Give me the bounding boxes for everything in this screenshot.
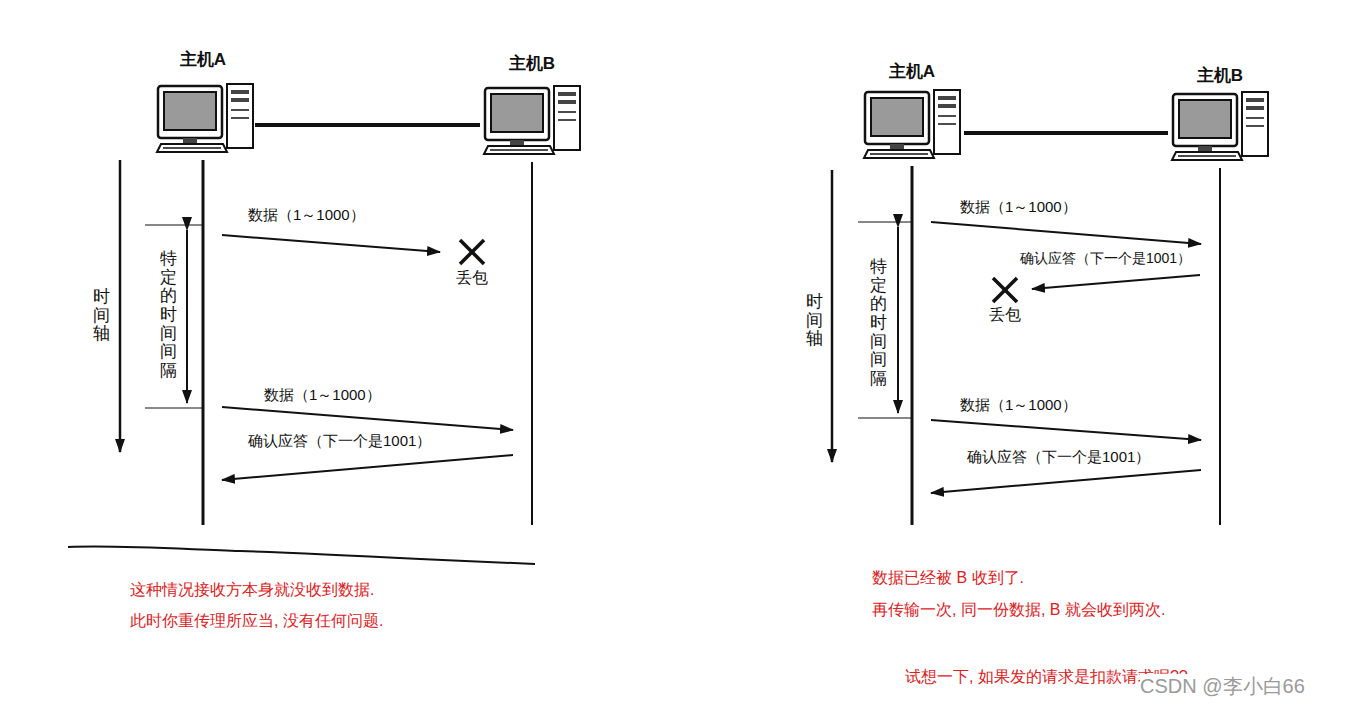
bracket-tick (858, 418, 912, 419)
computer-icon (157, 84, 253, 152)
bracket-tick (858, 222, 912, 223)
diagram-label: 丢包 (989, 305, 1021, 324)
message-arrow (931, 420, 1201, 440)
lost-arrow (1032, 275, 1200, 289)
note-text: 再传输一次, 同一份数据, B 就会收到两次. (872, 600, 1165, 619)
loss-mark (993, 278, 1017, 302)
lifeline (531, 162, 533, 525)
message-label: 数据（1～1000） (958, 198, 1079, 216)
note-text: 这种情况接收方本身就没收到数据. (130, 580, 374, 599)
bracket-tick (145, 408, 203, 409)
message-arrow (222, 455, 513, 480)
message-label: 数据（1～1000） (958, 396, 1079, 414)
network-cable (255, 123, 480, 127)
note-text: 数据已经被 B 收到了. (872, 568, 1024, 587)
computer-icon (1172, 92, 1268, 160)
message-arrow (222, 407, 513, 430)
diagram-label: 丢包 (456, 268, 488, 287)
message-label: 确认应答（下一个是1001） (965, 448, 1152, 466)
loss-mark (460, 240, 484, 264)
host-node: 主机A (860, 60, 964, 166)
lifeline (202, 160, 205, 525)
lost-arrow (222, 235, 440, 252)
message-label: 数据（1～1000） (262, 386, 383, 404)
axis-label: 特定的时间间隔 (160, 250, 177, 381)
message-label: 确认应答（下一个是1001） (246, 432, 433, 450)
axis-label: 时间轴 (93, 288, 110, 344)
message-arrow (931, 470, 1201, 493)
time-axis (119, 160, 122, 452)
host-node: 主机A (151, 48, 255, 160)
bracket-tick (145, 225, 203, 226)
axis-label: 特定的时间间隔 (870, 258, 887, 389)
interval-arrow (186, 230, 188, 403)
host-node: 主机B (1168, 64, 1272, 168)
host-label: 主机A (151, 48, 255, 71)
host-node: 主机B (480, 52, 584, 162)
computer-icon (484, 86, 580, 154)
axis-label: 时间轴 (806, 293, 823, 349)
divider-line (68, 546, 535, 564)
interval-arrow (897, 227, 899, 413)
note-text: CSDN @李小白66 (1140, 674, 1305, 698)
diagram-label: 确认应答（下一个是1001） (1020, 250, 1191, 267)
host-label: 主机B (480, 52, 584, 75)
lifeline (1219, 168, 1221, 525)
diagram-label: 数据（1～1000） (248, 206, 365, 224)
lifeline (911, 166, 914, 525)
computer-icon (864, 90, 960, 158)
host-label: 主机A (860, 60, 964, 83)
time-axis (831, 170, 834, 462)
network-cable (964, 131, 1168, 135)
note-text: 此时你重传理所应当, 没有任何问题. (130, 611, 383, 630)
host-label: 主机B (1168, 64, 1272, 87)
message-arrow (931, 222, 1201, 244)
